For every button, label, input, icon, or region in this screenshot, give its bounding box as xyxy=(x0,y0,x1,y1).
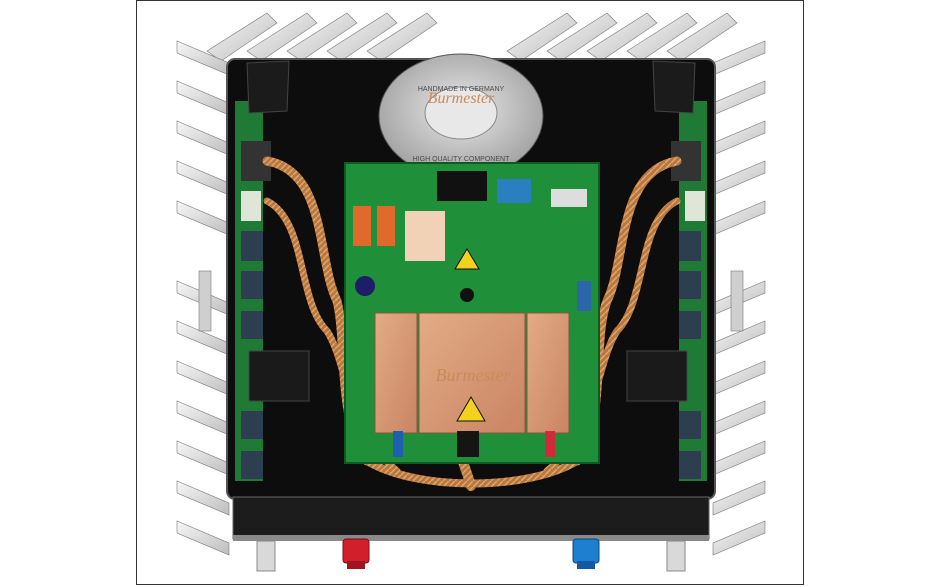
binding-post-blue xyxy=(572,538,600,569)
right-components xyxy=(626,141,705,479)
heatsink-right xyxy=(712,40,766,556)
transformer-brand-label: Burmester xyxy=(428,90,495,107)
mount-left xyxy=(246,60,290,114)
mount-right xyxy=(652,60,696,114)
photo-frame: Burmester HANDMADE IN GERMANY HIGH QUALI… xyxy=(136,0,804,585)
transformer-label-line2: HANDMADE IN GERMANY xyxy=(418,86,505,93)
amplifier-photo: Burmester HANDMADE IN GERMANY HIGH QUALI… xyxy=(176,12,766,572)
heatsink-brand-label: Burmester xyxy=(436,365,512,385)
transformer-label-line1: HIGH QUALITY COMPONENT xyxy=(413,156,510,163)
back-panel xyxy=(232,496,710,540)
heatsink-top xyxy=(206,12,738,62)
foot-left xyxy=(256,540,276,572)
back-panel-trim xyxy=(233,535,709,541)
left-components xyxy=(241,141,310,479)
heatsink-left xyxy=(176,40,230,556)
hazard-symbols xyxy=(454,248,486,422)
output-cables xyxy=(393,431,555,457)
pcb-components xyxy=(353,171,591,311)
binding-post-red xyxy=(342,538,370,569)
foot-right xyxy=(666,540,686,572)
toroidal-transformer: Burmester HANDMADE IN GERMANY HIGH QUALI… xyxy=(378,53,544,179)
